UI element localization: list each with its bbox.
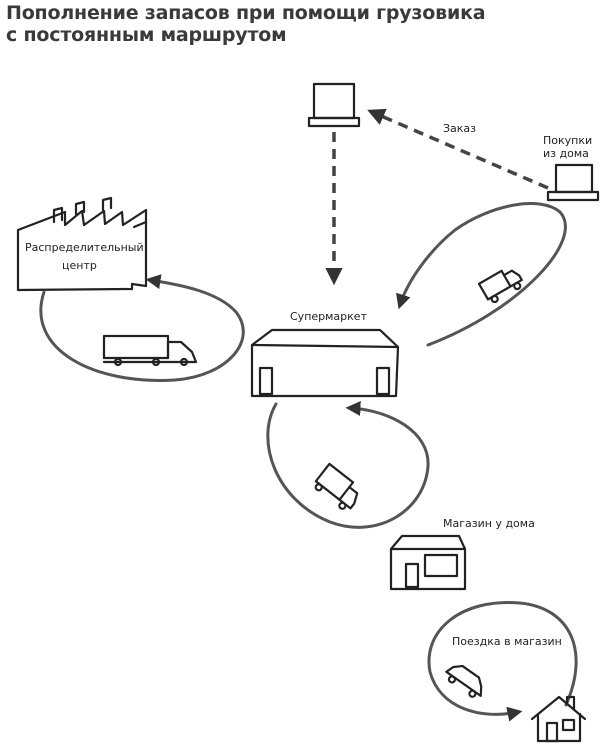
- house-icon: [530, 695, 587, 743]
- car-icon: [445, 664, 483, 698]
- dc-delivery-loop: [39, 274, 245, 382]
- distribution-center-label-2: центр: [62, 259, 97, 272]
- supermarket-label: Супермаркет: [290, 310, 368, 323]
- order-label: Заказ: [443, 122, 476, 135]
- distribution-center-label-1: Распределительный: [25, 241, 144, 254]
- supermarket-icon: [250, 328, 400, 398]
- home-purchase-label-2: из дома: [543, 147, 589, 160]
- home-purchase-label-1: Покупки: [543, 134, 592, 147]
- semi-truck-icon: [102, 334, 198, 367]
- store-delivery-loop: [266, 401, 430, 529]
- order-arrow: [367, 108, 549, 190]
- order-flow: Заказ: [325, 108, 549, 286]
- title-line-2: с постоянным маршрутом: [6, 24, 287, 46]
- home-delivery-loop: [396, 202, 567, 347]
- delivery-truck-icon: [477, 269, 523, 304]
- laptop-icon: [546, 163, 600, 202]
- shopping-trip-loop: [427, 600, 578, 722]
- diagram-title: Пополнение запасов при помощи грузовика …: [6, 2, 486, 46]
- factory-icon: [16, 196, 148, 292]
- computer-icon: [307, 82, 361, 128]
- title-line-1: Пополнение запасов при помощи грузовика: [6, 2, 486, 24]
- corner-store-label: Магазин у дома: [443, 517, 535, 530]
- delivery-truck-icon: [314, 462, 359, 510]
- store-icon: [389, 534, 467, 591]
- shopping-trip-label: Поездка в магазин: [452, 635, 562, 648]
